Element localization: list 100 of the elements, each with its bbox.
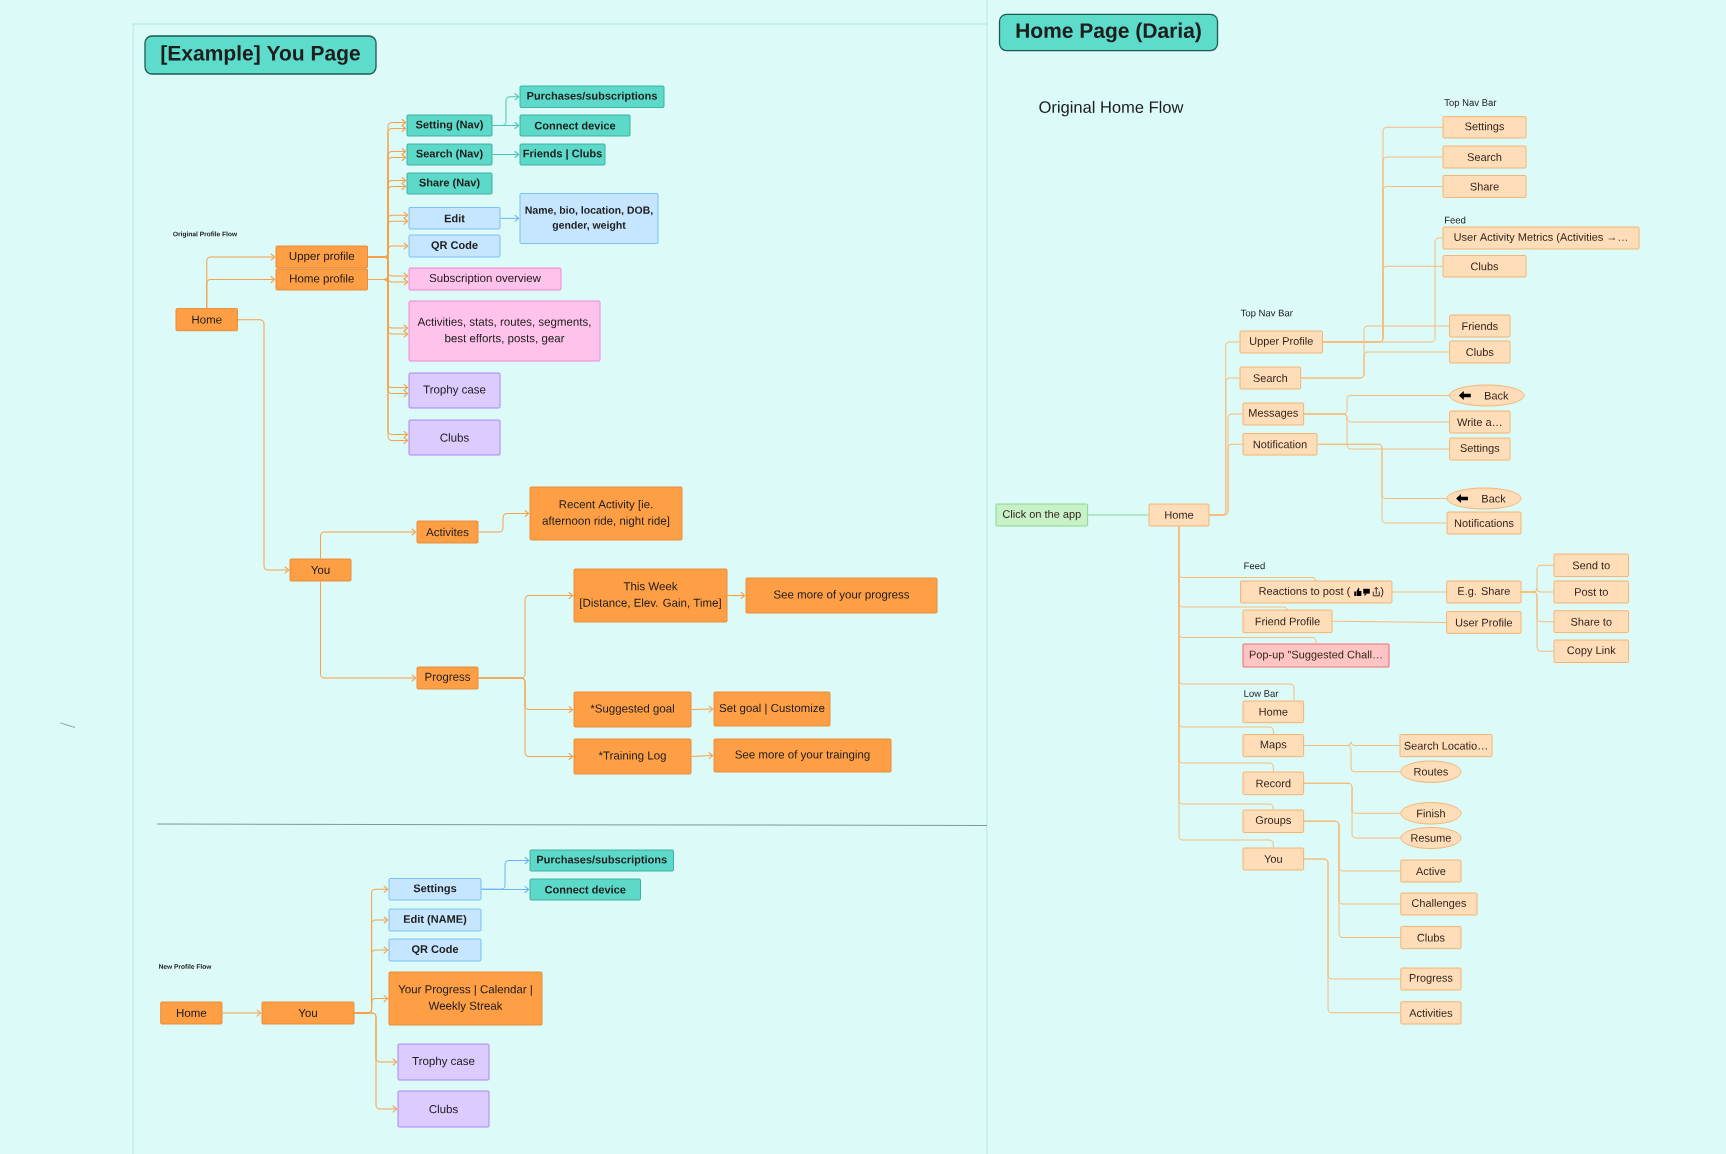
- node-box: Clubs: [1449, 340, 1511, 364]
- node-box: This Week [Distance, Elev. Gain, Time]: [573, 568, 728, 623]
- node-box: Groups: [1242, 809, 1305, 833]
- node-box: Record: [1242, 771, 1305, 796]
- connector-line: [1303, 782, 1401, 839]
- connector-line: [1087, 514, 1150, 516]
- node-box: Settings: [1449, 437, 1511, 461]
- node-box: Write a…: [1449, 410, 1511, 434]
- oval-node: Routes: [1400, 760, 1462, 783]
- node-box: Setting (Nav): [406, 114, 493, 137]
- node-box: Clubs: [1400, 925, 1462, 950]
- arrow: [690, 752, 714, 760]
- node-box: Search: [1442, 145, 1527, 169]
- node-box: Set goal | Customize: [713, 691, 831, 727]
- node-box: Share to: [1553, 610, 1629, 634]
- oval-node: Resume: [1400, 827, 1462, 849]
- node-box: Clubs: [397, 1090, 490, 1128]
- node-box: Share (Nav): [406, 172, 493, 195]
- node-box: Activities: [1400, 1001, 1462, 1025]
- node-box: *Suggested goal: [573, 691, 692, 728]
- connector-line: [1303, 741, 1401, 773]
- node-box: Friends: [1449, 314, 1511, 338]
- oval-node: Back: [1449, 384, 1525, 407]
- node-box: Challenges: [1400, 892, 1478, 916]
- node-box: Click on the app: [995, 503, 1089, 527]
- node-box: Notifications: [1446, 511, 1522, 535]
- arrow: [320, 528, 417, 560]
- node-box: Purchases/subscriptions: [519, 85, 665, 108]
- node-box: Friend Profile: [1242, 609, 1333, 634]
- oval-node: Finish: [1400, 802, 1462, 825]
- node-box: Notification: [1242, 433, 1318, 456]
- node-box: Maps: [1242, 734, 1305, 758]
- connector-line: [1208, 341, 1244, 516]
- node-box: Friends | Clubs: [519, 143, 606, 166]
- connector-line: [1316, 443, 1448, 524]
- connector-line: [1322, 126, 1444, 343]
- node-box: Home: [160, 1001, 223, 1025]
- arrow: [491, 150, 520, 159]
- node-box: Purchases/subscriptions: [529, 849, 674, 872]
- node-box: Activites: [416, 520, 479, 544]
- node-box: Trophy case: [397, 1043, 490, 1081]
- node-box: Clubs: [408, 419, 501, 456]
- connector-line: [1391, 591, 1447, 593]
- node-box: Home: [175, 308, 238, 332]
- node-box: Search: [1239, 366, 1302, 390]
- node-box: Settings: [1442, 116, 1527, 139]
- node-box: Search (Nav): [406, 143, 493, 166]
- title-box: Home Page (Daria): [998, 13, 1219, 52]
- connector-line: [1303, 820, 1401, 939]
- node-box: You: [261, 1001, 355, 1025]
- connector-line: [1300, 325, 1450, 379]
- node-box: Share: [1442, 175, 1527, 198]
- node-box: See more of your trainging: [713, 738, 892, 773]
- arrow: [477, 509, 530, 533]
- node-box: E.g. Share: [1446, 580, 1522, 604]
- node-box: Progress: [1400, 967, 1462, 991]
- title-box: [Example] You Page: [144, 35, 377, 75]
- arrow: [237, 319, 290, 574]
- connector-line: [1520, 564, 1555, 652]
- arrow: [480, 856, 530, 894]
- node-box: Pop-up "Suggested Chall…: [1242, 643, 1390, 668]
- node-box: Copy Link: [1553, 639, 1629, 663]
- node-box: Your Progress | Calendar | Weekly Streak: [388, 971, 543, 1026]
- node-box: Upper Profile: [1239, 330, 1323, 354]
- node-box: Home profile: [275, 268, 368, 291]
- node-box: Edit: [408, 207, 501, 230]
- node-box: User Activity Metrics (Activities →…: [1442, 226, 1640, 250]
- arrow: [491, 93, 520, 130]
- node-box: Clubs: [1442, 255, 1527, 278]
- node-box: Progress: [416, 666, 479, 690]
- arrow: [367, 118, 409, 445]
- node-box: Home: [1148, 503, 1210, 527]
- node-box: Reactions to post ( ): [1240, 580, 1393, 604]
- connector-line: [1303, 858, 1401, 1014]
- arrow: [206, 253, 276, 309]
- node-box: Post to: [1553, 580, 1629, 604]
- node-box: Active: [1400, 859, 1462, 883]
- arrow: [690, 705, 714, 713]
- node-box: Upper profile: [275, 245, 368, 269]
- group-label: Feed: [1445, 216, 1466, 224]
- node-box: Edit (NAME): [388, 908, 482, 932]
- node-box: Settings: [388, 878, 482, 901]
- node-box: Trophy case: [408, 372, 501, 409]
- node-box: Connect device: [529, 878, 641, 901]
- node-box: *Training Log: [573, 738, 692, 775]
- arrow: [499, 214, 520, 223]
- connector-line: [1303, 395, 1450, 450]
- arrow: [726, 591, 746, 600]
- arrow: [477, 591, 574, 761]
- node-box: You: [289, 558, 352, 582]
- node-box: Recent Activity [ie. afternoon ride, night ride]: [529, 486, 683, 541]
- node-box: You: [1242, 847, 1305, 871]
- node-box: Connect device: [519, 114, 631, 137]
- group-label: Feed: [1244, 562, 1265, 570]
- node-box: Send to: [1553, 553, 1629, 578]
- group-label: Top Nav Bar: [1240, 309, 1293, 319]
- oval-node: Back: [1446, 487, 1522, 510]
- arrow: [320, 580, 417, 682]
- node-box: Name, bio, location, DOB, gender, weight: [519, 193, 659, 245]
- node-box: Activities, stats, routes, segments, best efforts, posts, gear: [408, 300, 601, 362]
